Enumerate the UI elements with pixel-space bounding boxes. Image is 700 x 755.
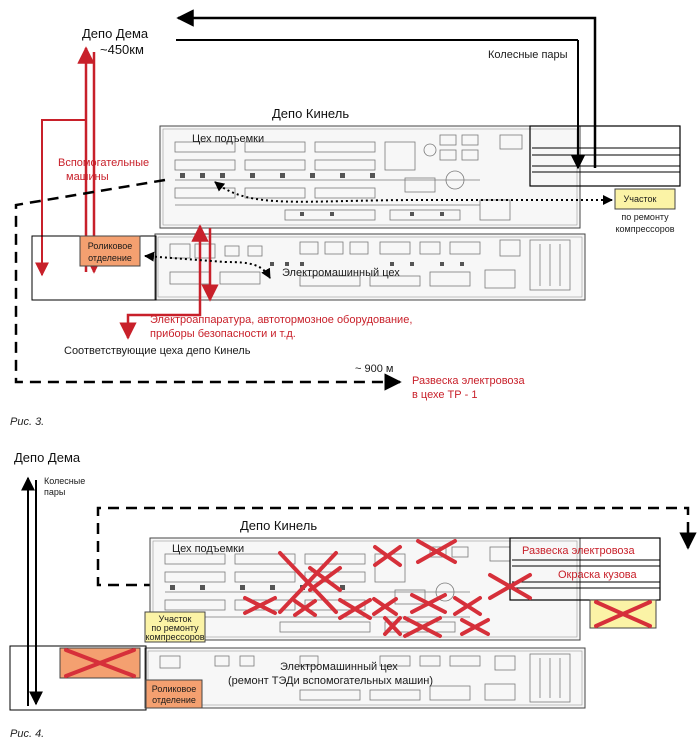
fig3-compressor-label-1: Участок: [624, 194, 657, 204]
fig4-compressor-box: [144, 611, 206, 643]
fig4-wheelsets-2: пары: [44, 487, 65, 497]
fig4-depot-dema: Депо Дема: [14, 450, 81, 465]
fig4-removed-equipment-crosses: [243, 539, 532, 638]
fig3-depot-dema: Депо Дема: [82, 26, 149, 41]
fig3-caption: Рис. 3.: [10, 416, 44, 428]
fig4-wheelsets-1: Колесные: [44, 476, 85, 486]
fig4-roller-label-1: Роликовое: [152, 684, 196, 694]
fig3-compressor-label-2: по ремонту: [621, 212, 669, 222]
fig3-depot-kinel: Депо Кинель: [272, 106, 349, 121]
fig4-roller-label-2: отделение: [152, 695, 196, 705]
fig3-locomotive-route: [14, 178, 402, 391]
fig3-lifting-shop: Цех подъемки: [192, 133, 264, 145]
fig3-electro-1: Электроаппаратура, автотормозное оборудо…: [150, 314, 412, 326]
fig4-compressor-label-3: компрессоров: [145, 632, 204, 642]
fig4-caption: Рис. 4.: [10, 728, 44, 740]
fig4-electromachine-shop-plan: [144, 647, 586, 709]
fig3-hanging-2: в цехе ТР - 1: [412, 389, 477, 401]
fig3-roller-label-2: отделение: [88, 253, 132, 263]
fig4-roller-box: [145, 679, 203, 709]
fig4-shops-frame: [9, 645, 147, 711]
fig4-lifting-shop: Цех подъемки: [172, 543, 244, 555]
fig3-hanging-1: Развеска электровоза: [412, 375, 525, 387]
fig3-wheelsets: Колесные пары: [488, 49, 568, 61]
fig3-compressor-box: [614, 188, 676, 210]
fig3-compressor-dotted-arrow: [214, 181, 613, 205]
fig4-compressor-label-2: по ремонту: [151, 623, 199, 633]
fig3-shops-kinel: Соответствующие цеха депо Кинель: [64, 345, 251, 357]
fig4-electromachine-1: Электромашинный цех: [280, 661, 398, 673]
fig3-electromachine-shop: Электромашинный цех: [282, 267, 400, 279]
fig4-compressor-label-1: Участок: [159, 614, 192, 624]
figure-4: Роликовое отделение Участок по ремонту к…: [9, 450, 697, 740]
fig3-distance-bottom: ~ 900 м: [355, 363, 393, 375]
fig4-painting: Окраска кузова: [558, 569, 638, 581]
fig4-moved-compressor-cross: [594, 600, 652, 628]
fig3-wheelsets-arrow: [176, 9, 597, 168]
fig3-aux-machines-1: Вспомогательные: [58, 157, 149, 169]
fig4-moved-roller-cross: [64, 648, 136, 678]
fig4-locomotive-route: [96, 506, 697, 587]
fig4-depot-kinel: Депо Кинель: [240, 518, 317, 533]
fig3-roller-label-1: Роликовое: [88, 241, 132, 251]
fig3-lifting-shop-plan: [159, 125, 681, 229]
fig3-distance-top: ~450км: [100, 42, 144, 57]
fig4-electromachine-2: (ремонт ТЭДи вспомогательных машин): [228, 675, 433, 687]
fig3-aux-machines-2: машины: [66, 171, 109, 183]
fig3-compressor-label-3: компрессоров: [615, 224, 674, 234]
fig3-aux-machines-arrows: [35, 46, 103, 277]
figure-3: Роликовое отделение Участок по ремонту к…: [10, 9, 681, 428]
fig3-roller-box: [79, 235, 141, 267]
fig3-roller-dotted-arrow: [144, 251, 271, 279]
fig3-electro-2: приборы безопасности и т.д.: [150, 328, 296, 340]
fig4-hanging: Развеска электровоза: [522, 545, 635, 557]
